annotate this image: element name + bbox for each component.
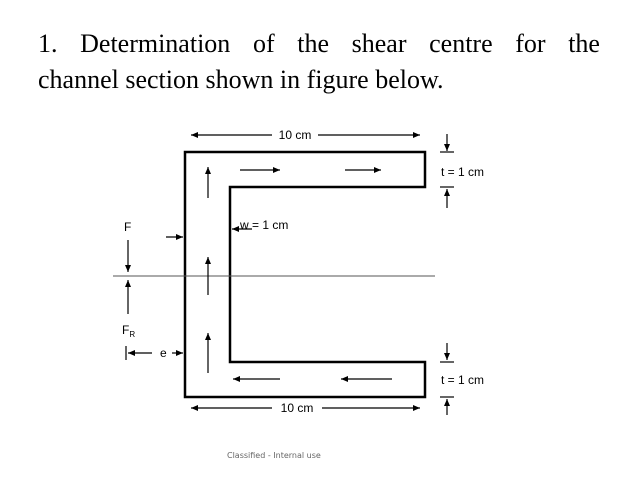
bottom-width-dimension: 10 cm xyxy=(191,401,420,415)
top-width-label: 10 cm xyxy=(279,128,312,142)
top-width-dimension: 10 cm xyxy=(191,128,420,142)
slide-heading: 1. Determination of the shear centre for… xyxy=(38,26,600,98)
heading-line-2: channel section shown in figure below. xyxy=(38,65,444,94)
channel-outline xyxy=(183,150,427,399)
top-thickness-dimension: t = 1 cm xyxy=(440,134,484,208)
heading-word: for xyxy=(515,29,546,58)
heading-word: centre xyxy=(429,29,493,58)
top-thickness-label: t = 1 cm xyxy=(441,165,484,179)
force-label: F xyxy=(124,220,131,234)
heading-word: the xyxy=(568,29,600,58)
web-thickness-label: w = 1 cm xyxy=(239,218,288,232)
applied-force: F xyxy=(124,220,131,272)
heading-word: the xyxy=(297,29,329,58)
classification-footer: Classified - Internal use xyxy=(227,451,321,460)
web-thickness-dimension: w = 1 cm xyxy=(166,218,288,240)
reaction-label: FR xyxy=(122,323,135,339)
bottom-thickness-label: t = 1 cm xyxy=(441,373,484,387)
bottom-width-label: 10 cm xyxy=(281,401,314,415)
heading-word: Determination xyxy=(80,29,231,58)
heading-word: of xyxy=(252,29,275,58)
eccentricity-label: e xyxy=(160,346,167,360)
heading-word: shear xyxy=(351,29,407,58)
heading-line-1: 1. Determination of the shear centre for… xyxy=(38,26,600,62)
eccentricity-dimension: e xyxy=(125,346,183,360)
heading-word: 1. xyxy=(38,29,58,58)
reaction-label-sub: R xyxy=(129,330,135,339)
bottom-thickness-dimension: t = 1 cm xyxy=(440,343,484,415)
reaction-label-main: F xyxy=(122,323,129,337)
reaction-force: FR xyxy=(122,280,135,339)
